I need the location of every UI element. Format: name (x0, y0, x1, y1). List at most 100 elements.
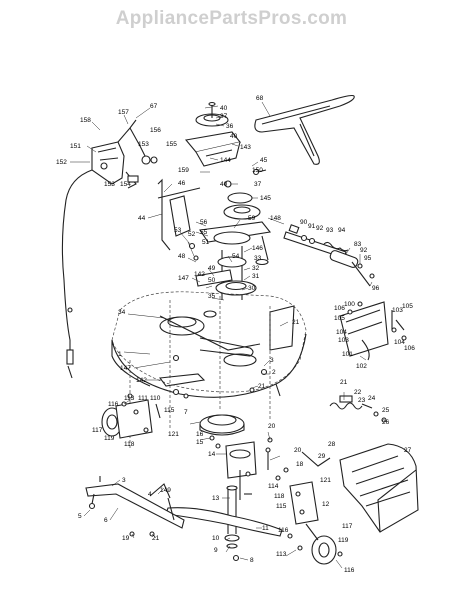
label-19: 19 (122, 535, 130, 542)
label-101: 101 (342, 351, 353, 358)
label-24: 24 (368, 395, 376, 402)
label-48: 48 (178, 253, 186, 260)
deck-pins (265, 447, 331, 470)
label-96: 96 (372, 285, 380, 292)
label-150: 150 (252, 167, 263, 174)
label-51: 51 (202, 239, 210, 246)
label-116-c: 116 (344, 567, 355, 574)
label-40-b: 40 (230, 133, 238, 140)
label-118: 118 (124, 441, 135, 448)
label-152: 152 (56, 159, 67, 166)
label-158: 158 (80, 117, 91, 124)
label-83: 83 (354, 241, 362, 248)
label-35: 35 (208, 293, 216, 300)
label-37-a: 37 (220, 113, 228, 120)
label-103: 103 (392, 307, 403, 314)
label-49: 49 (208, 265, 216, 272)
label-28: 28 (328, 441, 336, 448)
label-2: 2 (272, 369, 276, 376)
label-7: 7 (184, 409, 188, 416)
label-104-b: 104 (394, 339, 405, 346)
pulley-stack (223, 168, 267, 220)
label-23: 23 (358, 397, 366, 404)
label-26: 26 (382, 419, 390, 426)
label-90: 90 (300, 219, 308, 226)
label-9: 9 (214, 547, 218, 554)
label-21-a: 21 (292, 319, 300, 326)
label-119: 119 (104, 435, 115, 442)
label-21-b: 21 (258, 383, 266, 390)
label-33: 33 (254, 255, 262, 262)
mower-deck (111, 291, 307, 450)
label-121-b: 121 (320, 477, 331, 484)
label-105-b: 105 (402, 303, 413, 310)
label-3-b: 3 (122, 477, 126, 484)
label-142-b: 142 (136, 377, 147, 384)
label-21-c: 21 (340, 379, 348, 386)
label-52: 52 (188, 231, 196, 238)
label-15: 15 (196, 439, 204, 446)
control-bracket (91, 119, 158, 189)
spindle-housing (199, 414, 273, 500)
label-159: 159 (178, 167, 189, 174)
label-115-b: 115 (276, 503, 287, 510)
label-13: 13 (212, 495, 220, 502)
label-147-a: 147 (178, 275, 189, 282)
label-144: 144 (220, 157, 231, 164)
label-114: 114 (268, 483, 279, 490)
label-110: 110 (150, 395, 161, 402)
label-31: 31 (252, 273, 260, 280)
rear-hitch (339, 301, 407, 361)
label-116-b: 116 (278, 527, 289, 534)
label-106: 106 (334, 305, 345, 312)
shift-rod (157, 178, 201, 251)
label-142-a: 142 (194, 271, 205, 278)
gauge-wheel-left (101, 393, 161, 439)
label-153-a: 153 (138, 141, 149, 148)
control-cable (61, 169, 93, 379)
label-30: 30 (248, 285, 256, 292)
label-1: 1 (118, 351, 122, 358)
label-8: 8 (250, 557, 254, 564)
label-94: 94 (338, 227, 346, 234)
deflector-spring (329, 395, 387, 423)
label-68: 68 (256, 95, 264, 102)
label-56: 56 (200, 219, 208, 226)
label-14: 14 (208, 451, 216, 458)
label-91: 91 (308, 223, 316, 230)
label-37-b: 37 (254, 181, 262, 188)
discharge-chute (339, 443, 419, 533)
label-103-b: 103 (338, 337, 349, 344)
label-146: 146 (252, 245, 263, 252)
label-148: 148 (270, 215, 281, 222)
label-143: 143 (240, 144, 251, 151)
label-40-c: 40 (220, 181, 228, 188)
label-145: 145 (260, 195, 271, 202)
label-20-a: 20 (268, 423, 276, 430)
label-34: 34 (118, 309, 126, 316)
label-16: 16 (196, 431, 204, 438)
label-45: 45 (260, 157, 268, 164)
label-92-b: 92 (360, 247, 368, 254)
label-3: 3 (270, 357, 274, 364)
label-111: 111 (138, 395, 148, 402)
label-55: 55 (200, 229, 208, 236)
label-44: 44 (138, 215, 146, 222)
label-10: 10 (212, 535, 220, 542)
label-29: 29 (318, 453, 326, 460)
drive-belt (254, 94, 355, 165)
blade-spindle (165, 471, 283, 562)
deck-link (158, 373, 206, 399)
label-155: 155 (166, 141, 177, 148)
label-27: 27 (404, 447, 412, 454)
label-105: 105 (334, 315, 345, 322)
label-156: 156 (150, 127, 161, 134)
label-118-b: 118 (274, 493, 285, 500)
label-95: 95 (364, 255, 372, 262)
label-116: 116 (108, 401, 119, 408)
label-46: 46 (178, 180, 186, 187)
label-157: 157 (118, 109, 129, 116)
part-labels: 68 157 67 158 156 151 153 155 152 153 15… (56, 95, 415, 574)
idler-arm-assembly (188, 221, 272, 300)
